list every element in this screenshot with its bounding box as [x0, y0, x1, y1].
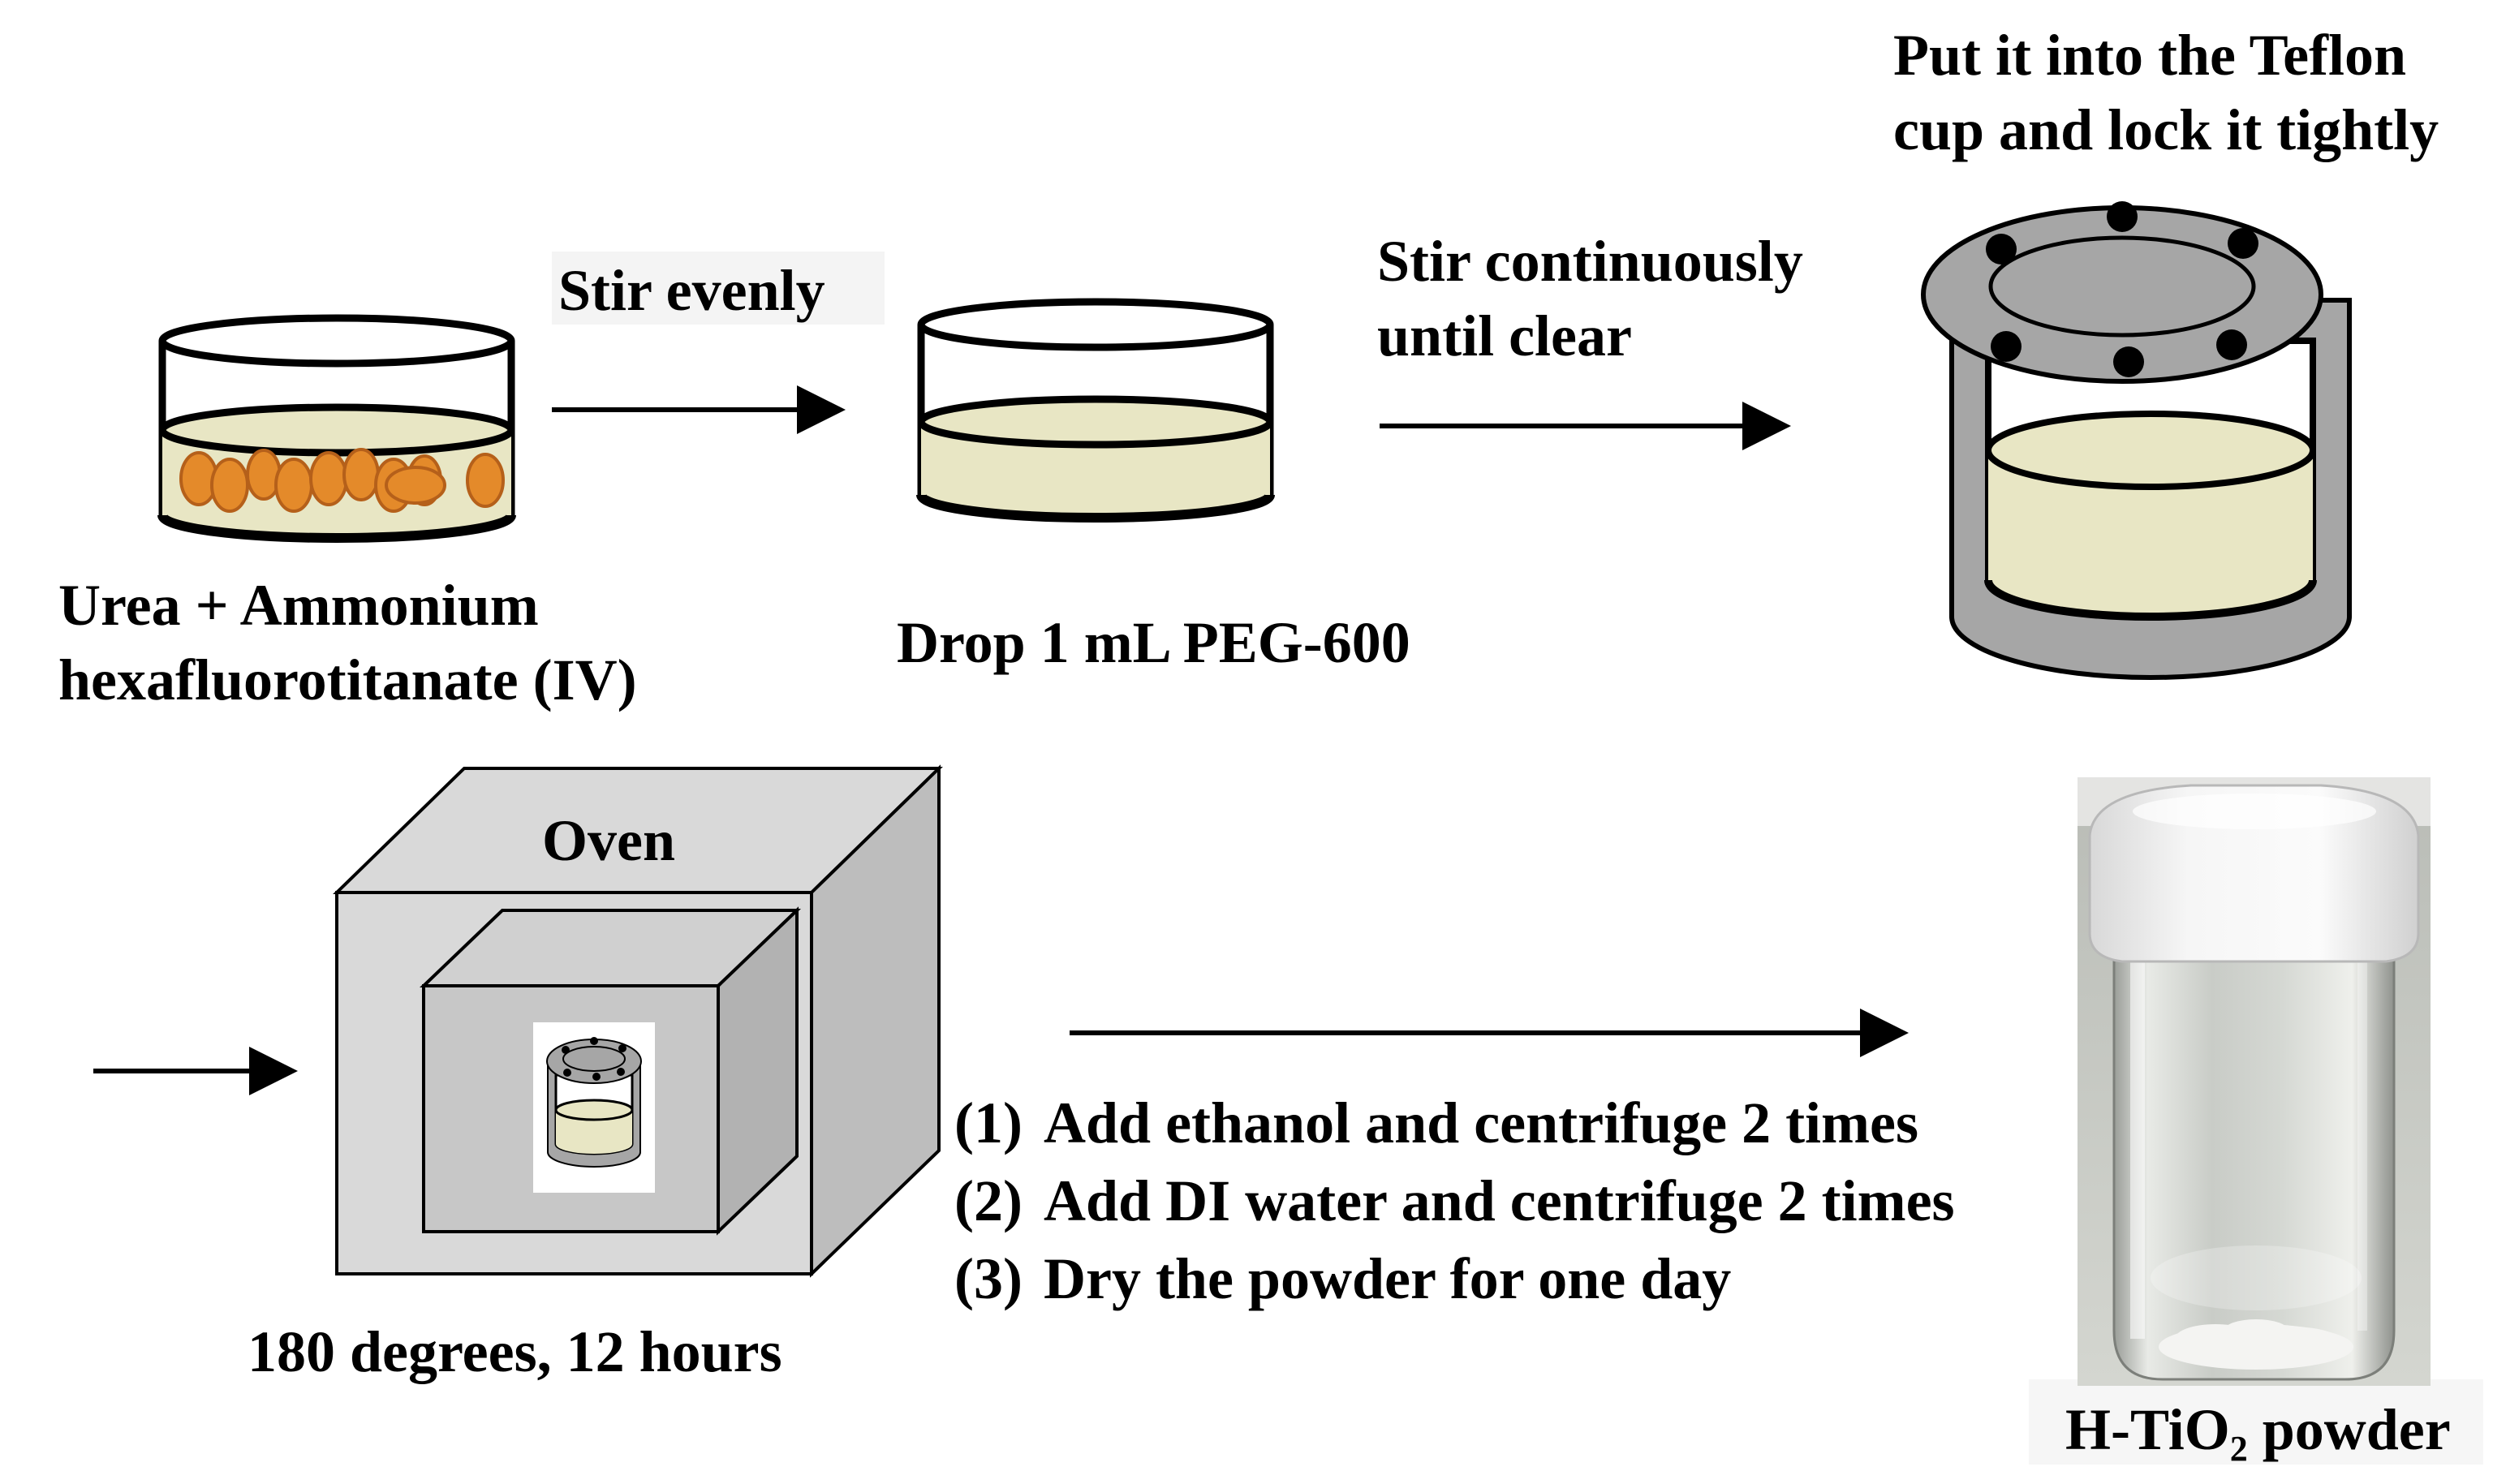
- oven-label: Oven: [542, 808, 676, 873]
- powder-label-subscript: 2: [2229, 1429, 2248, 1469]
- h-tio2-vial-photo: [2078, 777, 2431, 1386]
- reactants-line-1: Urea + Ammonium: [58, 573, 539, 638]
- powder-label-prefix: H-TiO: [2065, 1397, 2230, 1462]
- teflon-autoclave: [1921, 201, 2352, 680]
- stir-continuously-label: Stir continuously until clear: [1377, 224, 1803, 373]
- teflon-line-2: cup and lock it tightly: [1893, 97, 2439, 162]
- stir-evenly-label: Stir evenly: [558, 258, 825, 323]
- post-processing-steps: (1) Add ethanol and centrifuge 2 times (2…: [954, 1084, 1955, 1318]
- step-2-number: (2): [954, 1168, 1023, 1233]
- photo-caption-background: [2029, 1379, 2483, 1465]
- h-tio2-powder-label: H-TiO2 powder: [2065, 1400, 2451, 1467]
- stir-continuously-line-2: until clear: [1377, 303, 1632, 368]
- step-2: (2) Add DI water and centrifuge 2 times: [954, 1162, 1955, 1240]
- beaker-with-particles: [157, 314, 516, 543]
- step-1-number: (1): [954, 1090, 1023, 1155]
- step-1-text: Add ethanol and centrifuge 2 times: [1044, 1090, 1918, 1155]
- teflon-line-1: Put it into the Teflon: [1893, 23, 2407, 88]
- oven-conditions-label: 180 degrees, 12 hours: [248, 1319, 782, 1384]
- step-3-number: (3): [954, 1246, 1023, 1311]
- reactants-label: Urea + Ammonium hexafluorotitanate (IV): [58, 568, 637, 717]
- step-1: (1) Add ethanol and centrifuge 2 times: [954, 1084, 1955, 1162]
- stir-continuously-line-1: Stir continuously: [1377, 229, 1803, 294]
- reactants-line-2: hexafluorotitanate (IV): [58, 647, 637, 712]
- autoclave-in-oven-icon: [533, 1022, 655, 1193]
- powder-label-suffix: powder: [2247, 1397, 2451, 1462]
- step-3-text: Dry the powder for one day: [1044, 1246, 1732, 1311]
- beaker-with-solution: [916, 298, 1275, 523]
- particles: [179, 448, 505, 513]
- teflon-instruction-label: Put it into the Teflon cup and lock it t…: [1893, 18, 2439, 167]
- step-2-text: Add DI water and centrifuge 2 times: [1044, 1168, 1955, 1233]
- white-powder: [2159, 1319, 2353, 1370]
- oven: [333, 764, 943, 1278]
- peg-label: Drop 1 mL PEG-600: [897, 610, 1410, 675]
- stir-evenly-label-background: [552, 252, 885, 325]
- step-3: (3) Dry the powder for one day: [954, 1240, 1955, 1318]
- lid-bolts: [1986, 201, 2258, 377]
